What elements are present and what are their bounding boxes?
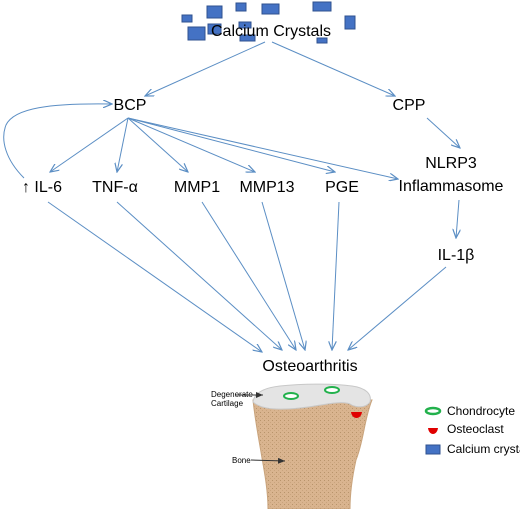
degenerate-cartilage	[252, 383, 371, 410]
arrow-mmp13-to-oa	[261, 201, 305, 350]
arrow-cpp-to-nlrp3	[426, 117, 460, 148]
pathway-arrows	[3, 41, 460, 352]
cpp-label: CPP	[393, 97, 426, 114]
calcium-crystals-label: Calcium Crystals	[211, 23, 331, 40]
nlrp3-label: NLRP3	[425, 155, 477, 172]
legend-osteoclast-icon	[428, 428, 438, 434]
legend-chondrocyte-icon	[424, 406, 442, 416]
arrow-bcp-to-tnf	[117, 117, 129, 172]
arrow-bcp-to-mmp1	[127, 117, 188, 172]
arrow-mmp1-to-oa	[201, 201, 296, 350]
legend-calcium-crystals-label: Calcium crystals	[447, 442, 520, 456]
arrow-il6-to-oa	[47, 201, 262, 352]
arrow-pge-to-oa	[332, 201, 340, 350]
bone-shaft	[252, 399, 373, 509]
degenerate-label: Degenerate	[211, 390, 253, 399]
cartilage-label: Cartilage	[211, 399, 244, 408]
bone-pointer	[250, 457, 286, 464]
calcium-crystals-icon	[181, 1, 356, 44]
arrow-bcp-to-nlrp3	[127, 117, 398, 179]
arrow-crystals-to-cpp	[271, 41, 395, 96]
mmp1-label: MMP1	[174, 179, 220, 196]
arrow-bcp-to-mmp13	[127, 117, 255, 172]
bone-illustration: Degenerate Cartilage Bone	[211, 383, 373, 509]
il6-label: ↑ IL-6	[22, 179, 62, 196]
legend-calcium-crystal-icon	[425, 444, 441, 455]
osteoarthritis-label: Osteoarthritis	[262, 358, 357, 375]
bcp-label: BCP	[114, 97, 147, 114]
il1b-label: IL-1β	[438, 247, 475, 264]
legend-osteoclast-label: Osteoclast	[447, 422, 504, 436]
chondrocyte-cell-1	[283, 392, 299, 400]
arrow-il6-feedback-to-bcp	[3, 104, 112, 179]
tnf-alpha-label: TNF-α	[92, 179, 138, 196]
legend-chondrocyte-label: Chondrocyte	[447, 404, 515, 418]
chondrocyte-cell-2	[324, 386, 340, 394]
pge-label: PGE	[325, 179, 359, 196]
inflammasome-label: Inflammasome	[399, 178, 504, 195]
arrow-crystals-to-bcp	[145, 41, 266, 96]
mmp13-label: MMP13	[239, 179, 294, 196]
arrow-il1b-to-oa	[348, 266, 447, 350]
legend: Chondrocyte Osteoclast Calcium crystals	[424, 404, 520, 456]
arrow-nlrp3-to-il1b	[456, 199, 459, 238]
arrow-bcp-to-pge	[127, 117, 335, 172]
osteoclast-cell	[351, 412, 362, 418]
arrow-bcp-to-il6	[50, 117, 129, 172]
arrow-tnf-to-oa	[116, 201, 282, 350]
bone-label: Bone	[232, 456, 251, 465]
